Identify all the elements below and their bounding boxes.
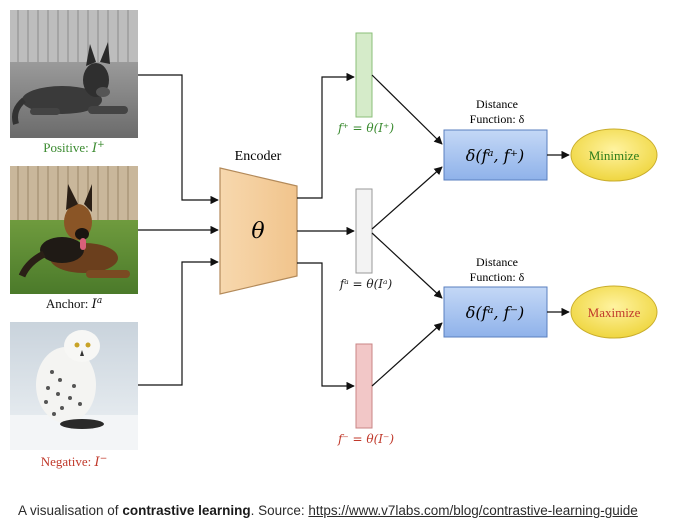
encoder-title: Encoder (235, 149, 282, 164)
negative-image (10, 322, 138, 450)
positive-label: Positive: I+ (43, 140, 104, 156)
distance-expr-positive: δ(fᵃ, f⁺) (466, 146, 525, 165)
distance-expr-negative: δ(fᵃ, f⁻) (466, 303, 525, 322)
minimize-label: Minimize (589, 148, 640, 163)
maximize-label: Maximize (588, 305, 641, 320)
encoder-to-vector-arrows (297, 72, 355, 391)
positive-embedding-label: f⁺ = θ(I⁺) (337, 121, 394, 135)
encoder-block (219, 167, 298, 295)
anchor-embedding-label: fᵃ = θ(Iᵃ) (339, 277, 393, 291)
image-to-encoder-arrows (138, 74, 219, 386)
negative-label: Negative: I− (41, 454, 107, 470)
distance-to-outcome-arrows (547, 150, 570, 317)
distance-title-line1: Distance (476, 97, 518, 111)
caption-prefix: A visualisation of (18, 503, 123, 518)
distance-box-negative (443, 286, 548, 338)
contrastive-learning-diagram: Positive: I+ (10, 10, 658, 470)
positive-image (10, 10, 138, 138)
vector-to-distance-arrows (371, 74, 443, 387)
positive-embedding-vector (355, 32, 373, 118)
caption-middle: . Source: (250, 503, 309, 518)
fence (10, 10, 138, 62)
dog-color (18, 184, 130, 278)
source-link[interactable]: https://www.v7labs.com/blog/contrastive-… (308, 503, 638, 518)
anchor-label: Anchor: Ia (46, 296, 102, 312)
distance-title-line1-neg: Distance (476, 255, 518, 269)
figure-caption: A visualisation of contrastive learning.… (18, 503, 678, 518)
dog-gray (12, 42, 128, 125)
owl (36, 330, 104, 429)
minimize-oval (570, 128, 658, 182)
anchor-embedding-vector (355, 188, 373, 274)
distance-box-positive (443, 129, 548, 181)
distance-title-line2-neg: Function: δ (470, 270, 525, 284)
encoder-symbol: θ (251, 219, 264, 244)
negative-embedding-vector (355, 343, 373, 429)
caption-bold: contrastive learning (122, 503, 251, 518)
maximize-oval (570, 285, 658, 339)
distance-title-line2: Function: δ (470, 112, 525, 126)
negative-embedding-label: f⁻ = θ(I⁻) (337, 432, 394, 446)
anchor-image (10, 166, 138, 294)
